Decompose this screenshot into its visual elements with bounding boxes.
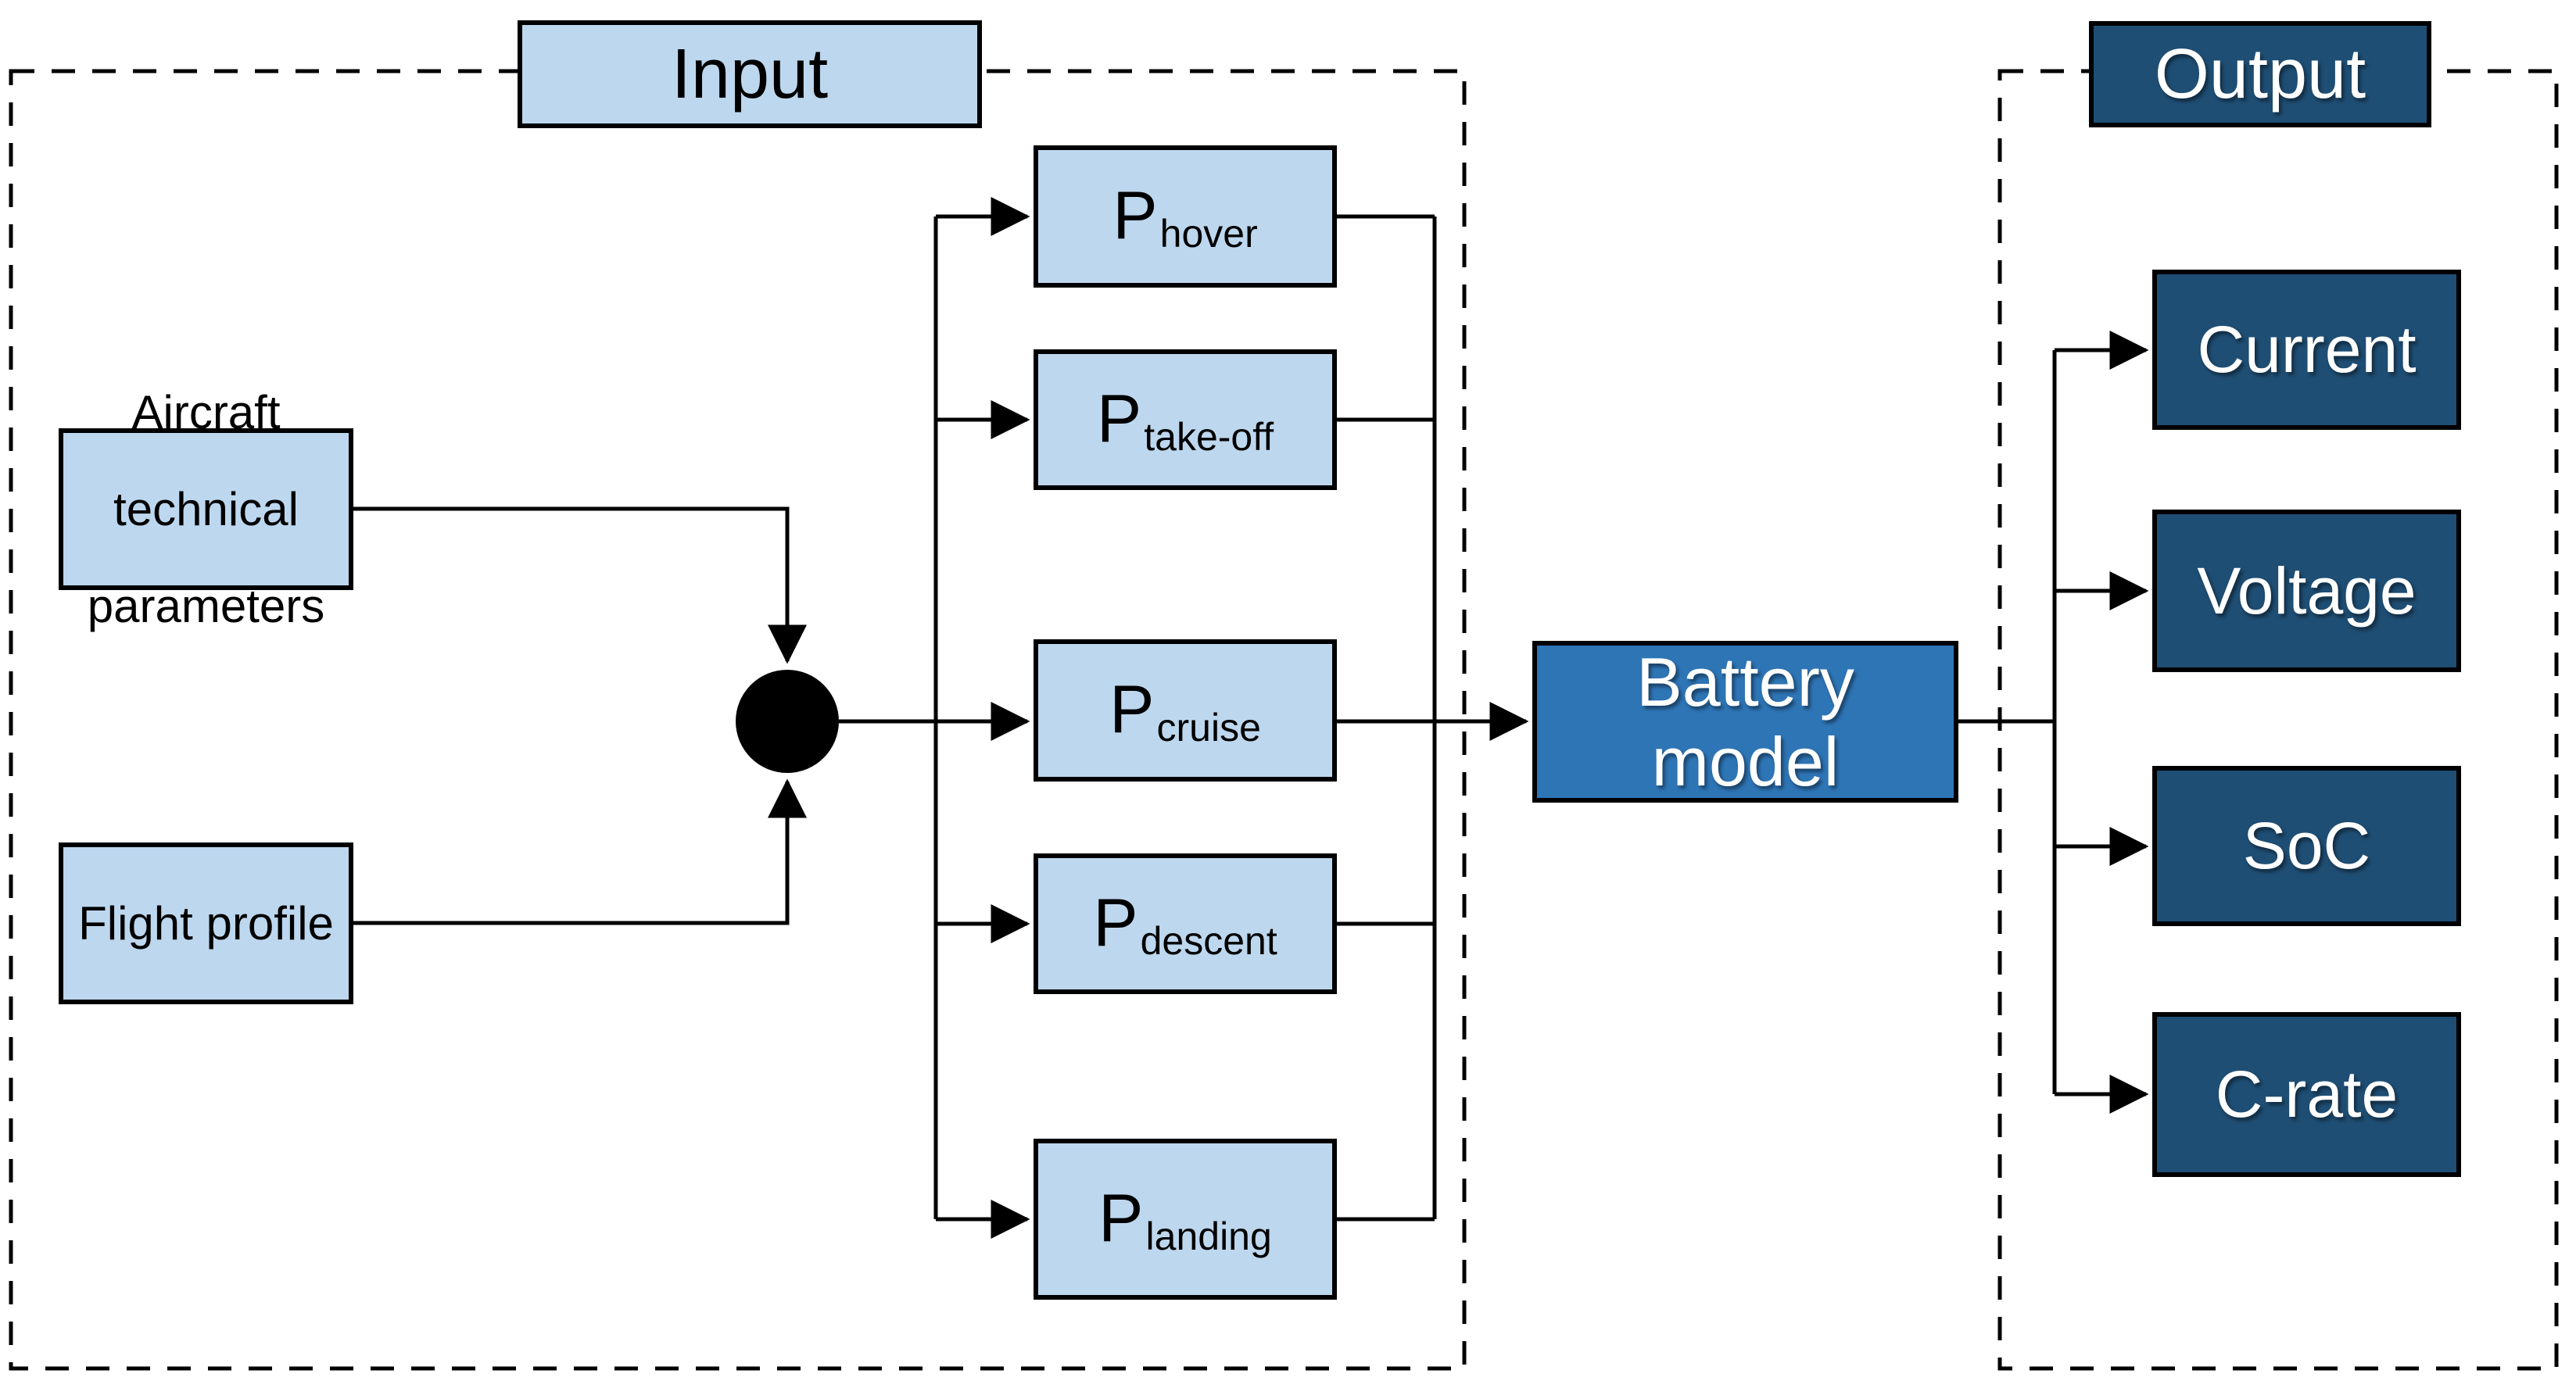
output-current-box: Current [2152, 270, 2461, 430]
p-descent-label: Pdescent [1093, 885, 1277, 963]
output-voltage-box: Voltage [2152, 510, 2461, 672]
aircraft-parameters-label: Aircraft technical parameters [87, 385, 325, 632]
edge-aircraft-to-junction [353, 506, 807, 664]
battery-model-label: Battery model [1636, 642, 1854, 800]
input-group-border [9, 69, 1467, 1371]
p-landing-box: Planding [1034, 1139, 1337, 1300]
p-descent-box: Pdescent [1034, 853, 1337, 994]
flight-profile-box: Flight profile [59, 842, 353, 1004]
input-group-title: Input [518, 20, 982, 128]
p-cruise-label: Pcruise [1109, 671, 1261, 749]
edge-flight-to-junction [353, 778, 807, 925]
input-title-label: Input [671, 34, 829, 113]
output-voltage-label: Voltage [2197, 553, 2417, 628]
p-takeoff-box: Ptake-off [1034, 349, 1337, 490]
output-soc-label: SoC [2242, 809, 2371, 882]
p-hover-label: Phover [1112, 177, 1258, 256]
output-group-title: Output [2089, 21, 2431, 127]
output-crate-label: C-rate [2215, 1057, 2399, 1131]
flight-profile-label: Flight profile [78, 896, 334, 950]
output-crate-box: C-rate [2152, 1012, 2461, 1177]
output-title-label: Output [2154, 34, 2366, 113]
p-landing-label: Planding [1098, 1180, 1272, 1258]
output-soc-box: SoC [2152, 766, 2461, 926]
p-hover-box: Phover [1034, 145, 1337, 288]
aircraft-parameters-box: Aircraft technical parameters [59, 386, 353, 632]
output-current-label: Current [2197, 313, 2417, 386]
battery-model-box: Battery model [1532, 641, 1958, 803]
junction-node [736, 670, 839, 773]
p-cruise-box: Pcruise [1034, 639, 1337, 782]
p-takeoff-label: Ptake-off [1096, 381, 1274, 459]
